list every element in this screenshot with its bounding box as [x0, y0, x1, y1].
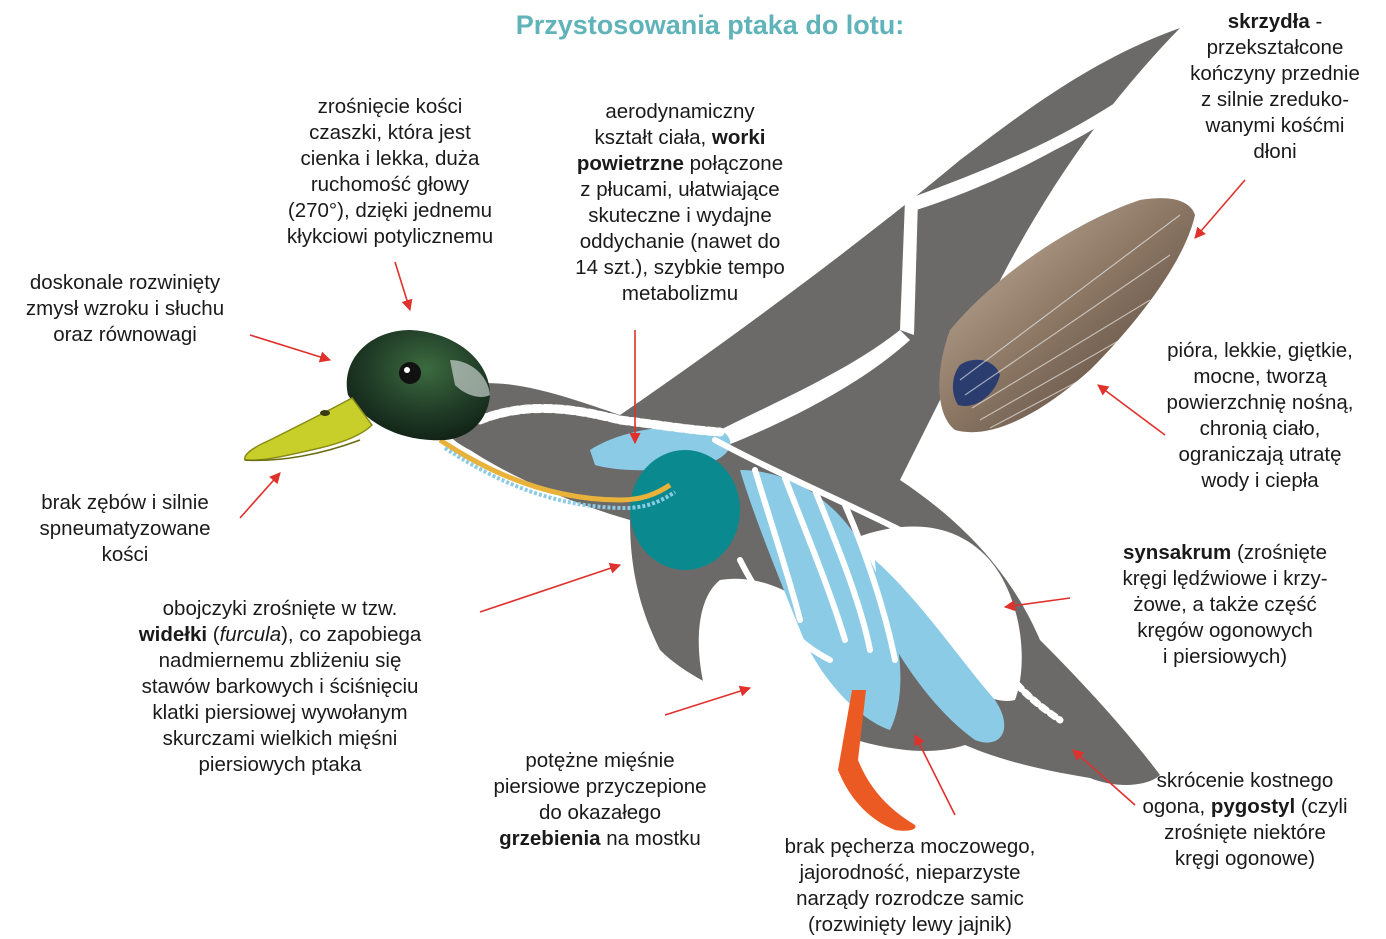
label-reproduction: brak pęcherza moczowego, jajorodność, ni…	[760, 834, 1060, 938]
heart	[630, 450, 740, 570]
label-breast-muscles: potężne mięśnie piersiowe przyczepione d…	[470, 748, 730, 852]
nostril	[320, 410, 330, 416]
label-pygostyle: skrócenie kostnego ogona, pygostyl (czyl…	[1105, 768, 1385, 872]
label-wings: skrzydła - przekształcone kończyny przed…	[1170, 9, 1380, 165]
arrow-skull	[395, 262, 410, 310]
duck-eye	[399, 362, 421, 384]
eye-glint	[404, 367, 410, 373]
diagram-title: Przystosowania ptaka do lotu:	[430, 10, 990, 41]
label-furcula: obojczyki zrośnięte w tzw. widełki (furc…	[95, 596, 465, 778]
label-aerodynamics: aerodynamiczny kształt ciała, worki powi…	[550, 99, 810, 307]
arrow-teeth	[240, 473, 280, 518]
arrow-senses	[250, 335, 330, 360]
label-senses: doskonale rozwinięty zmysł wzroku i słuc…	[0, 270, 250, 348]
label-feathers: pióra, lekkie, giętkie, mocne, tworzą po…	[1140, 338, 1380, 494]
label-teeth: brak zębów i silnie spneumatyzowane kośc…	[10, 490, 240, 568]
arrow-wings	[1195, 180, 1245, 238]
arrow-furcula	[480, 565, 620, 612]
label-skull: zrośnięcie kości czaszki, która jest cie…	[240, 94, 540, 250]
duck-beak	[245, 398, 372, 460]
label-synsacrum: synsakrum (zrośnięte kręgi lędźwiowe i k…	[1090, 540, 1360, 670]
